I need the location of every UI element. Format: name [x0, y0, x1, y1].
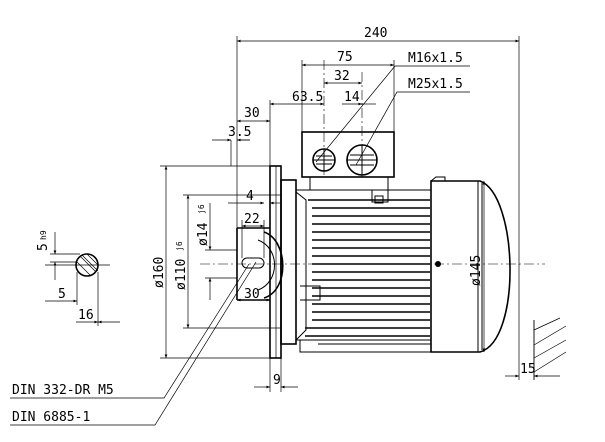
dia-14-tolerance: j6: [197, 204, 206, 214]
dim-3-5: 3.5: [228, 125, 251, 140]
top-dimensions: 240 75 32 63.5 14 30 3.5: [212, 26, 520, 265]
din332-leader: [10, 263, 250, 399]
standards-callouts: DIN 332-DR M5 DIN 6885-1: [10, 261, 257, 426]
dim-30-bottom: 30: [244, 287, 260, 302]
terminal-box: [301, 131, 395, 204]
din6885-label: DIN 6885-1: [12, 410, 90, 425]
dim-14: 14: [344, 90, 360, 105]
terminal-box-housing: [301, 131, 395, 178]
shaft-hatching: [76, 253, 99, 277]
thread-callouts: M16x1.5 M25x1.5: [315, 51, 470, 166]
shaft-end-view: 5 h9 5 16: [36, 230, 120, 326]
dim-32: 32: [334, 69, 350, 84]
keyway-width-label: 5: [36, 243, 51, 251]
dim-30-top: 30: [244, 106, 260, 121]
din6885-leader: [10, 261, 257, 426]
shaft-key-height-label: 16: [78, 308, 94, 323]
m16-leader: [315, 65, 470, 163]
diameter-dimensions: ø160 ø110 j6 ø14 j6 ø145: [152, 165, 486, 359]
m25-leader: [355, 91, 470, 166]
dia-160: ø160: [152, 257, 167, 288]
cooling-fins: [305, 199, 430, 337]
dim-4: 4: [246, 189, 254, 204]
dim-22: 22: [244, 212, 260, 227]
dim-240: 240: [364, 26, 387, 41]
keyway-tolerance: h9: [39, 230, 48, 240]
thread-m25-label: M25x1.5: [408, 77, 463, 92]
din332-label: DIN 332-DR M5: [12, 383, 114, 398]
shaft-shoulder: [263, 231, 284, 299]
stator-housing: [295, 189, 432, 341]
shaft-keyway: [241, 257, 265, 269]
dia-110: ø110: [174, 259, 189, 290]
ground-screw-icon: [374, 195, 384, 204]
dim-75: 75: [337, 50, 353, 65]
dia-14: ø14: [196, 222, 211, 246]
key-depth-label: 5: [58, 287, 66, 302]
thread-m16-label: M16x1.5: [408, 51, 463, 66]
dim-15: 15: [520, 362, 536, 377]
fan-clearance-dimension: 15: [505, 264, 567, 380]
shaft-dimensions: 4 22 30 9: [228, 189, 298, 392]
dia-145: ø145: [469, 255, 484, 286]
dim-9: 9: [273, 373, 281, 388]
dim-63-5: 63.5: [292, 90, 323, 105]
dia-110-tolerance: j6: [175, 241, 184, 251]
